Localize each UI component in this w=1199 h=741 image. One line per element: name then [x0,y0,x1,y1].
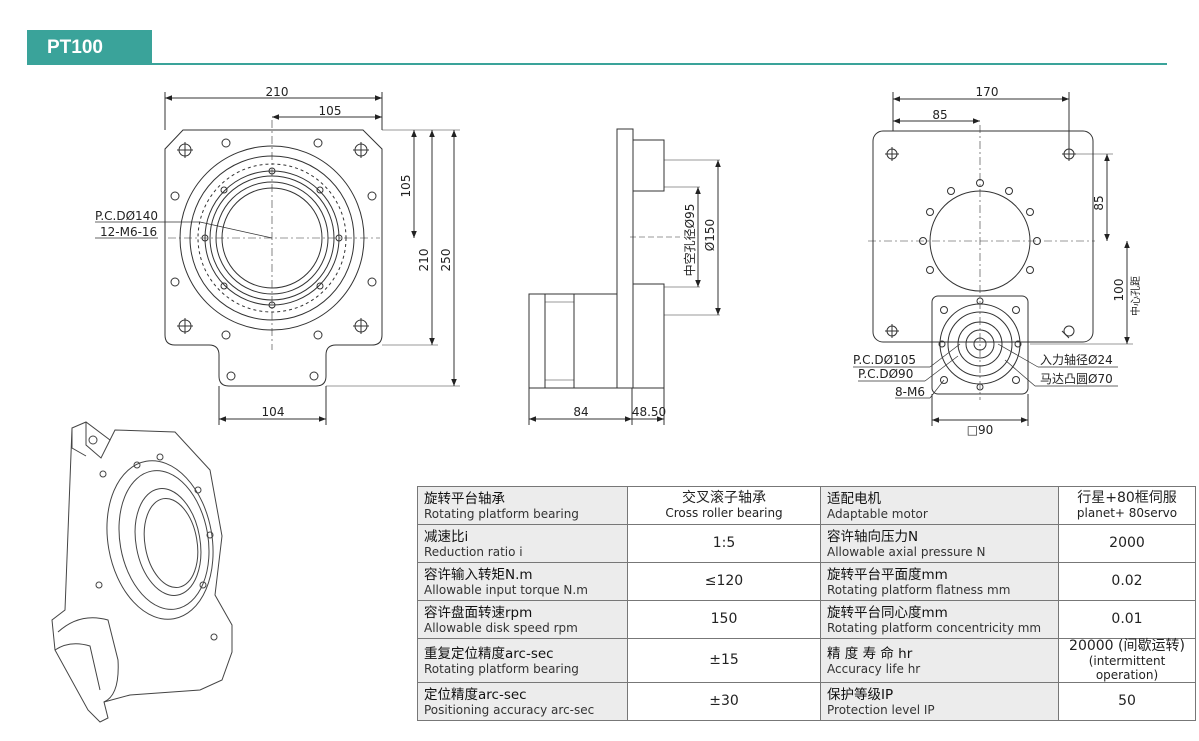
side-reducer-body [573,293,618,389]
dim-210-height: 210 [417,249,431,272]
spec-value: ≤120 [627,562,821,601]
dim-170: 170 [976,85,999,99]
dim-104-width: 104 [262,405,285,419]
side-motor-body [544,293,575,389]
dim-85-height: 85 [1092,195,1106,210]
dim-12-m6-16: 12-M6-16 [100,225,157,239]
front-flange-outline [164,129,383,387]
spec-value: 2000 [1058,524,1196,563]
front-corner-holes [177,142,369,334]
dim-85-width: 85 [932,108,947,122]
isometric-view [51,421,233,723]
dim-250-height: 250 [439,249,453,272]
dim-square-90: □90 [967,423,994,437]
dim-210-width: 210 [266,85,289,99]
dim-input-shaft: 入力轴径Ø24 [1040,352,1113,367]
spec-value: 0.01 [1058,600,1196,639]
dim-pcd105: P.C.DØ105 [853,353,916,367]
dim-pcd140: P.C.DØ140 [95,209,158,223]
side-view [528,128,721,425]
spec-value: 150 [627,600,821,639]
dim-8-m6: 8-M6 [895,385,925,399]
front-bolt-holes [170,138,377,381]
spec-value: ±30 [627,682,821,721]
dim-100-height: 100 [1112,279,1126,302]
right-plate-outline [872,130,1094,343]
spec-value: 50 [1058,682,1196,721]
dim-105-width: 105 [319,104,342,118]
dim-48-50: 48.50 [632,405,666,419]
front-view [95,92,460,425]
dim-105-height: 105 [399,175,413,198]
iso-outline [51,421,233,723]
spec-value: 20000 (间歇运转)(intermittent operation) [1058,638,1196,683]
side-motor-cap [528,293,546,389]
dim-150: Ø150 [703,219,717,251]
spec-value: 1:5 [627,524,821,563]
dim-84: 84 [573,405,588,419]
model-title: PT100 [27,30,152,65]
header-rule [27,63,1167,65]
spec-value: ±15 [627,638,821,683]
dim-hollow-95: 中空孔径Ø95 [682,204,697,277]
right-view [853,92,1133,426]
dim-motor-boss: 马达凸圆Ø70 [1040,372,1113,386]
side-flange-plate [616,128,634,389]
dim-pcd90: P.C.DØ90 [858,367,913,381]
spec-value: 0.02 [1058,562,1196,601]
dim-center-distance: 中心孔距 [1129,276,1142,316]
